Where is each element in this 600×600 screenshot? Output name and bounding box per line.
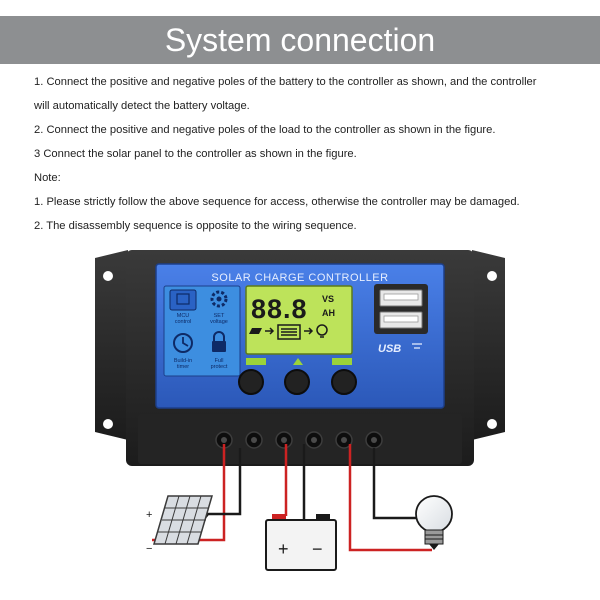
down-indicator <box>332 358 352 365</box>
battery: + − <box>265 514 337 571</box>
menu-button[interactable] <box>238 369 264 395</box>
battery-plus-label: + <box>278 539 289 559</box>
set-gear-icon <box>210 290 228 308</box>
solar-panel: + − <box>146 495 213 555</box>
load-negative-wire <box>372 448 424 520</box>
terminal-screw-head-5 <box>341 437 347 443</box>
lcd-unit-bottom: AH <box>322 308 335 318</box>
feature-set-line1: SET <box>214 313 225 319</box>
controller-label: SOLAR CHARGE CONTROLLER <box>211 272 388 284</box>
wiring-diagram: SOLAR CHARGE CONTROLLER MCU control SET … <box>95 250 505 571</box>
terminal-screw-head-3 <box>281 437 287 443</box>
solar-plus-sign: + <box>146 509 152 521</box>
battery-positive-terminal <box>272 514 286 520</box>
terminal-block <box>138 414 462 464</box>
feature-timer: Build-in timer <box>173 333 193 370</box>
feature-set-voltage: SET voltage <box>210 290 228 325</box>
feature-protect-line2: protect <box>211 364 228 370</box>
bulb-base <box>424 529 444 545</box>
terminal-screws <box>215 431 383 449</box>
lock-icon <box>212 341 226 352</box>
terminal-screw-head-2 <box>251 437 257 443</box>
lcd-arrow-icon <box>265 327 275 335</box>
instruction-line-1: 1. Connect the positive and negative pol… <box>34 76 537 88</box>
mount-hole-top-left <box>103 271 113 281</box>
charge-controller: SOLAR CHARGE CONTROLLER MCU control SET … <box>95 250 505 466</box>
usb-symbol-icon <box>412 343 422 349</box>
note-line-1: 1. Please strictly follow the above sequ… <box>34 196 520 208</box>
instruction-line-2: will automatically detect the battery vo… <box>34 100 250 112</box>
terminal-screw-head-1 <box>221 437 227 443</box>
feature-mcu: MCU control <box>169 289 197 325</box>
feature-mcu-line2: control <box>175 319 192 325</box>
up-button[interactable] <box>284 369 310 395</box>
note-label: Note: <box>34 172 61 184</box>
instructions: 1. Connect the positive and negative pol… <box>34 70 584 238</box>
bulb-icon <box>415 495 453 533</box>
light-bulb <box>415 495 453 550</box>
feature-timer-line1: Build-in <box>174 358 192 364</box>
terminal-screw-head-6 <box>371 437 377 443</box>
left-mount-ear <box>95 250 128 440</box>
menu-indicator <box>246 358 266 365</box>
battery-icon <box>265 519 337 571</box>
clock-icon <box>173 333 193 353</box>
lcd-arrow-icon-2 <box>304 327 314 335</box>
lcd-bulb-icon <box>316 324 328 336</box>
lcd-battery-icon <box>277 324 301 340</box>
note-line-2: 2. The disassembly sequence is opposite … <box>34 220 357 232</box>
feature-protect-line1: Full <box>215 358 224 364</box>
feature-protect: Full protect <box>211 331 228 370</box>
mount-hole-bottom-left <box>103 419 113 429</box>
feature-mcu-line1: MCU <box>177 313 190 319</box>
instruction-line-4: 3 Connect the solar panel to the control… <box>34 148 357 160</box>
up-arrow-icon <box>293 358 303 365</box>
lcd-status-icons <box>249 324 328 340</box>
feature-timer-line2: timer <box>177 364 189 370</box>
lcd-panel-icon <box>249 328 262 334</box>
down-button[interactable] <box>331 369 357 395</box>
mount-hole-top-right <box>487 271 497 281</box>
battery-minus-label: − <box>312 539 323 559</box>
load-positive-wire <box>348 444 432 552</box>
instruction-line-3: 2. Connect the positive and negative pol… <box>34 124 496 136</box>
terminal-screw-head-4 <box>311 437 317 443</box>
mcu-chip-icon <box>169 289 197 311</box>
usb-label: USB <box>378 343 401 355</box>
lcd-digits: 88.8 <box>251 294 308 324</box>
mount-hole-bottom-right <box>487 419 497 429</box>
lcd-display <box>245 285 353 355</box>
battery-negative-terminal <box>316 514 330 520</box>
solar-minus-sign: − <box>146 543 152 555</box>
feature-set-line2: voltage <box>210 319 228 325</box>
right-mount-ear <box>472 250 505 440</box>
title-banner <box>0 16 600 64</box>
lcd-unit-top: VS <box>322 294 334 304</box>
page-title: System connection <box>164 22 436 58</box>
